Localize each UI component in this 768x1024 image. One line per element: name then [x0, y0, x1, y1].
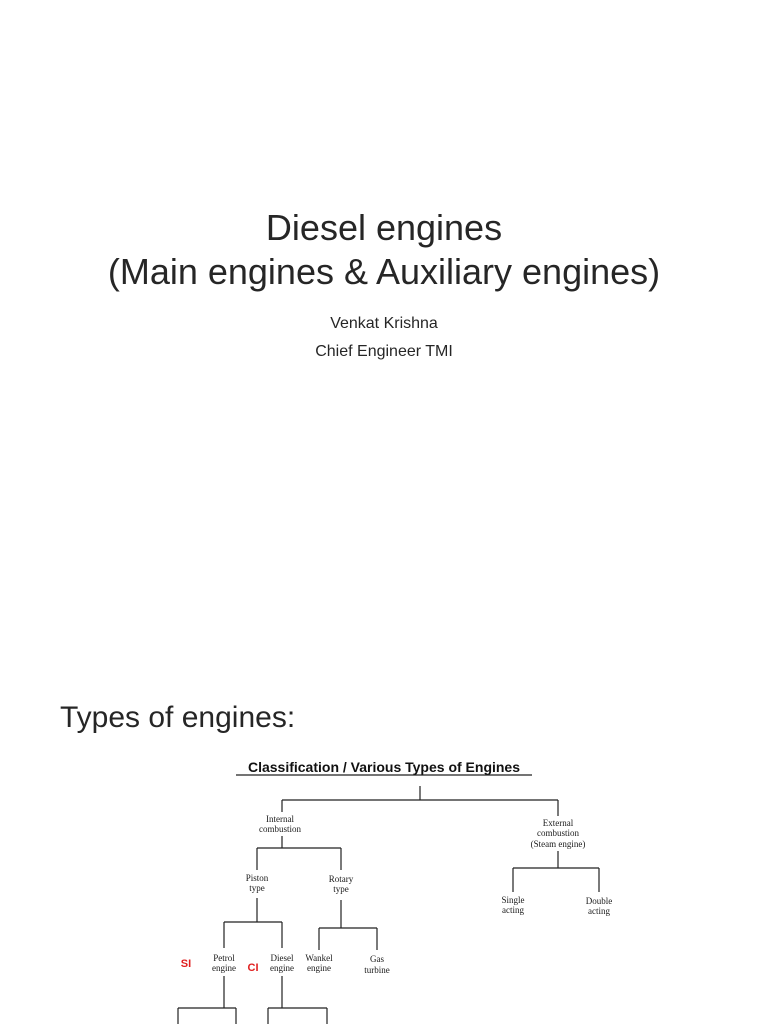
node-external-line1: External [543, 818, 574, 828]
node-piston-line1: Piston [246, 873, 269, 883]
node-diesel-line1: Diesel [271, 953, 294, 963]
node-internal-line1: Internal [266, 814, 294, 824]
author-role: Chief Engineer TMI [315, 343, 453, 360]
node-single-line2: acting [502, 905, 524, 915]
node-gas-line1: Gas [370, 954, 384, 964]
node-rotary-line1: Rotary [329, 874, 354, 884]
node-external-line3: (Steam engine) [531, 839, 586, 849]
node-diesel-line2: engine [270, 963, 294, 973]
node-single-line1: Single [501, 895, 524, 905]
node-piston-line2: type [249, 883, 265, 893]
node-internal-line2: combustion [259, 824, 301, 834]
node-double-line2: acting [588, 906, 610, 916]
node-gas-line2: turbine [364, 965, 390, 975]
node-petrol-line2: engine [212, 963, 236, 973]
slide-heading: Types of engines: [60, 701, 296, 734]
node-petrol-line1: Petrol [213, 953, 235, 963]
author-name: Venkat Krishna [330, 315, 438, 332]
title-slide: Diesel engines (Main engines & Auxiliary… [0, 206, 768, 366]
node-external-line2: combustion [537, 828, 579, 838]
engine-classification-diagram: Classification / Various Types of Engine… [177, 759, 613, 1024]
types-slide: Classification / Various Types of Engine… [0, 640, 768, 1024]
diagram-title: Classification / Various Types of Engine… [248, 759, 520, 775]
tag-si: SI [181, 958, 191, 970]
title-line-2: (Main engines & Auxiliary engines) [107, 251, 661, 292]
node-wankel-line1: Wankel [305, 953, 333, 963]
node-double-line1: Double [586, 896, 613, 906]
node-rotary-line2: type [333, 884, 349, 894]
slide-title: Diesel engines (Main engines & Auxiliary… [0, 206, 768, 294]
slide-subtitle: Venkat Krishna Chief Engineer TMI [0, 310, 768, 366]
tag-ci: CI [248, 962, 259, 974]
title-line-1: Diesel engines [265, 207, 503, 248]
node-wankel-line2: engine [307, 963, 331, 973]
